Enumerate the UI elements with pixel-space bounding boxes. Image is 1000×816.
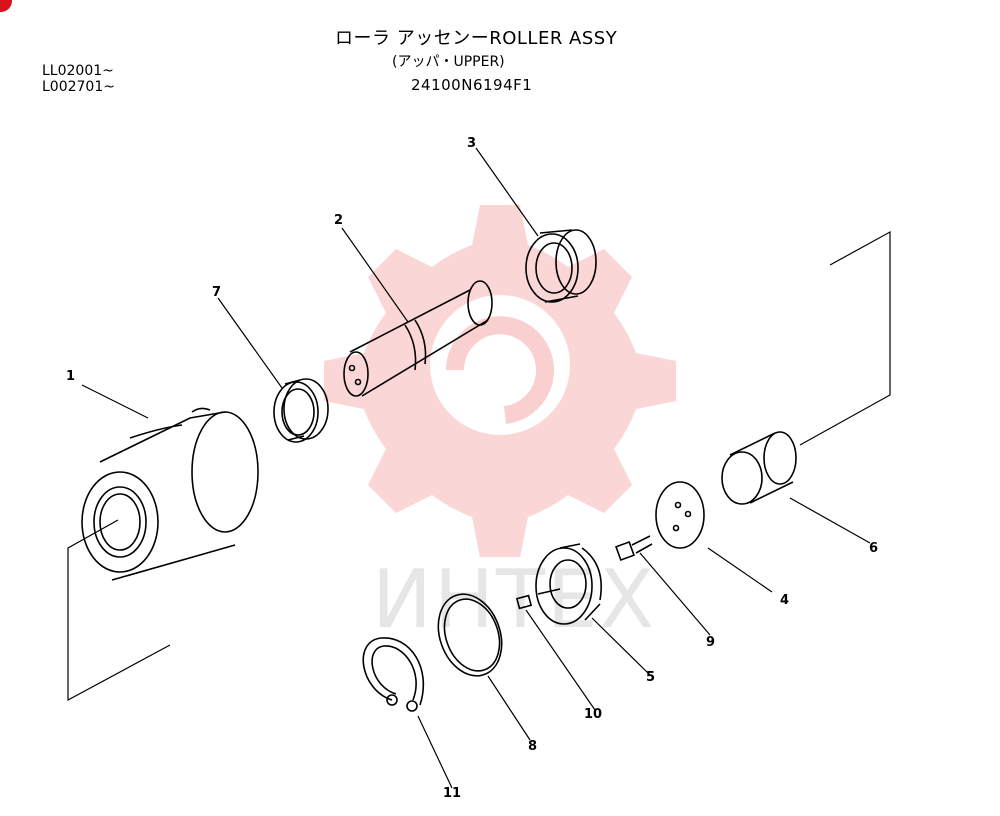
callout-7: 7 [212, 285, 222, 300]
part-seal [273, 378, 329, 443]
callout-2: 2 [334, 213, 344, 228]
part-shaft [343, 280, 493, 397]
callout-9: 9 [706, 635, 716, 650]
part-sleeve [721, 431, 797, 505]
part-number: 24100N6194F1 [411, 76, 533, 94]
diagram-title: ローラ アッセンーROLLER ASSY [335, 28, 618, 49]
assembly-bracket [67, 230, 891, 702]
serial-range-2: L002701~ [42, 79, 115, 95]
diagram-subtitle: (アッパ・UPPER) [392, 54, 505, 70]
callout-8: 8 [528, 739, 538, 754]
callout-6: 6 [869, 541, 879, 556]
serial-range-1: LL02001~ [42, 63, 114, 79]
callout-11: 11 [443, 786, 462, 801]
part-o-ring [437, 593, 503, 677]
callout-10: 10 [584, 707, 603, 722]
callout-4: 4 [780, 593, 790, 608]
part-cover-plate [655, 481, 705, 549]
part-flange-bushing [525, 229, 597, 303]
callout-5: 5 [646, 670, 656, 685]
watermark-text: ИНТЕХ [372, 553, 657, 646]
part-end-cap [535, 543, 602, 625]
part-plug [515, 594, 533, 610]
part-bolt [615, 535, 653, 561]
part-snap-ring [362, 637, 425, 712]
callout-3: 3 [467, 136, 477, 151]
leader-lines [81, 147, 871, 789]
callout-1: 1 [66, 369, 76, 384]
part-roller-body [81, 407, 259, 581]
